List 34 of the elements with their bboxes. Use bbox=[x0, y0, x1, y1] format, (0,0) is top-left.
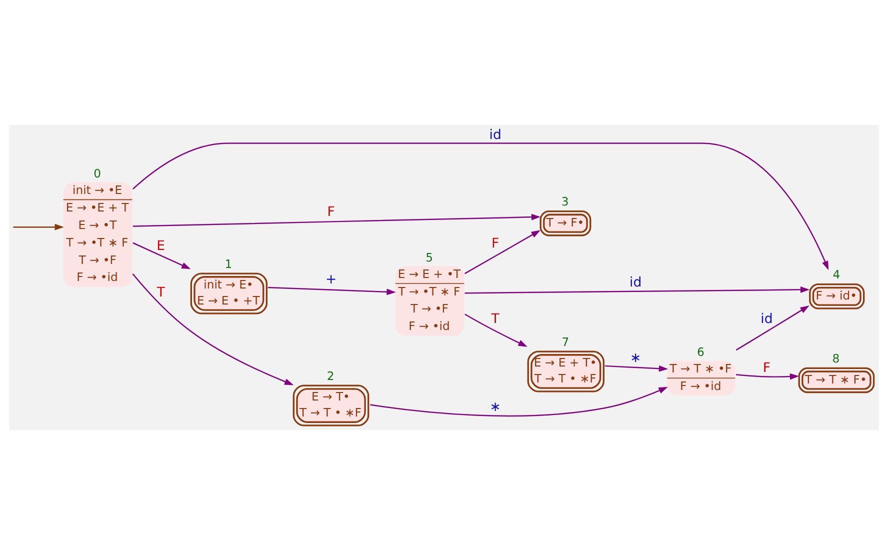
edge-label: id bbox=[760, 312, 773, 327]
arrow bbox=[132, 213, 541, 226]
arrow bbox=[464, 313, 528, 346]
edge-label: F bbox=[762, 360, 771, 376]
arrow bbox=[132, 242, 191, 269]
arrow bbox=[736, 304, 810, 350]
arrow bbox=[268, 286, 396, 295]
arrow bbox=[132, 142, 829, 270]
node-label: 2 bbox=[326, 368, 334, 382]
edge-label: T bbox=[491, 312, 500, 327]
edge-label: E bbox=[156, 238, 166, 254]
arrow bbox=[132, 272, 294, 385]
node-label: 1 bbox=[224, 256, 232, 270]
node-label: 7 bbox=[562, 334, 570, 348]
arrow bbox=[736, 372, 800, 380]
node-label: 6 bbox=[697, 344, 704, 358]
arrow bbox=[464, 286, 810, 294]
node-label: 4 bbox=[832, 267, 840, 282]
edge-label: F bbox=[492, 236, 500, 252]
edge-label: T bbox=[156, 285, 165, 300]
arrow bbox=[464, 230, 540, 274]
node-label: 3 bbox=[561, 194, 569, 208]
edge-label: ∗ bbox=[630, 350, 642, 366]
arrow bbox=[13, 223, 64, 230]
edge-label: id bbox=[489, 127, 502, 142]
edge-label: + bbox=[325, 272, 337, 287]
arrow bbox=[605, 364, 668, 372]
edge-label: id bbox=[630, 275, 642, 290]
node-label: 5 bbox=[426, 250, 434, 264]
node-label: 0 bbox=[94, 166, 102, 180]
edge-label: ∗ bbox=[490, 400, 501, 415]
edge-label: F bbox=[327, 204, 335, 220]
arrow bbox=[370, 386, 668, 416]
node-label: 8 bbox=[832, 351, 840, 366]
